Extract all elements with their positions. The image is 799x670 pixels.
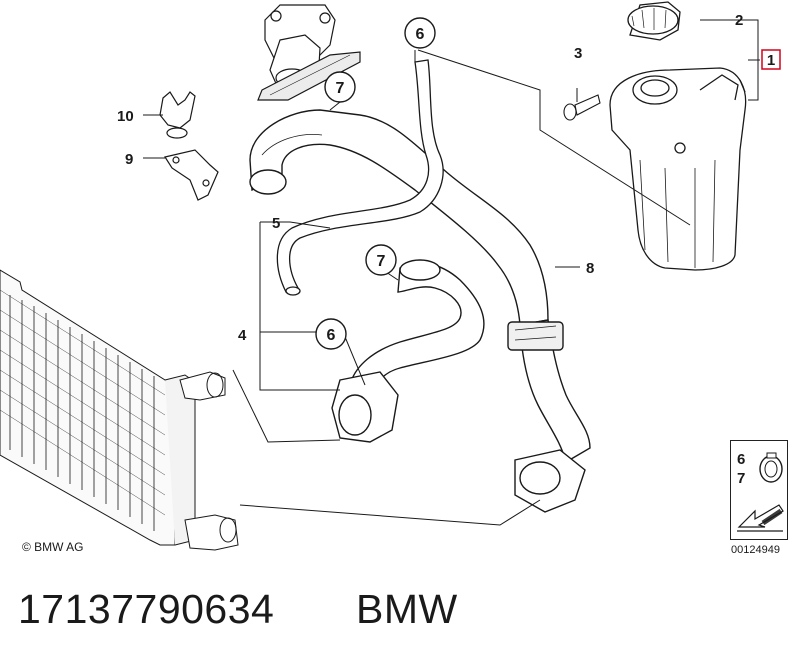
hose-8	[507, 319, 591, 513]
callout-1: 1	[767, 52, 775, 69]
callout-4: 4	[238, 327, 247, 344]
callout-6-mid	[315, 318, 347, 350]
callout-7a-text: 7	[336, 80, 345, 97]
radiator	[0, 269, 239, 551]
legend-num-6: 6	[737, 451, 746, 468]
callout-8: 8	[586, 260, 594, 277]
expansion-tank	[609, 1, 747, 271]
bleed-hose	[276, 59, 444, 296]
arrow-icon	[737, 504, 784, 532]
document-number: 00124949	[731, 544, 780, 556]
brand-name: BMW	[356, 586, 458, 632]
legend-box: 6 7	[730, 440, 788, 540]
callout-6-top	[404, 17, 436, 49]
hose-clamp-icon	[759, 452, 783, 483]
callout-6b-text: 6	[327, 327, 336, 344]
callout-7-top	[324, 71, 356, 103]
callout-9: 9	[125, 151, 133, 168]
copyright: © BMW AG	[22, 540, 84, 554]
lower-radiator-hose	[331, 259, 485, 443]
leader-lines	[143, 19, 760, 526]
part-number: 17137790634	[18, 586, 275, 632]
callout-2: 2	[735, 12, 743, 29]
callout-1-box	[761, 49, 781, 70]
bracket	[164, 149, 219, 201]
hose-clip	[159, 91, 196, 139]
callout-6a-text: 6	[416, 26, 425, 43]
callout-3: 3	[574, 45, 582, 62]
screw	[563, 94, 601, 121]
callout-5: 5	[272, 215, 280, 232]
thermostat-housing	[257, 4, 361, 101]
legend-num-7: 7	[737, 470, 746, 487]
callout-circles	[315, 17, 436, 350]
callout-7b-text: 7	[377, 253, 386, 270]
callout-10: 10	[117, 108, 134, 125]
callout-7-mid	[365, 244, 397, 276]
